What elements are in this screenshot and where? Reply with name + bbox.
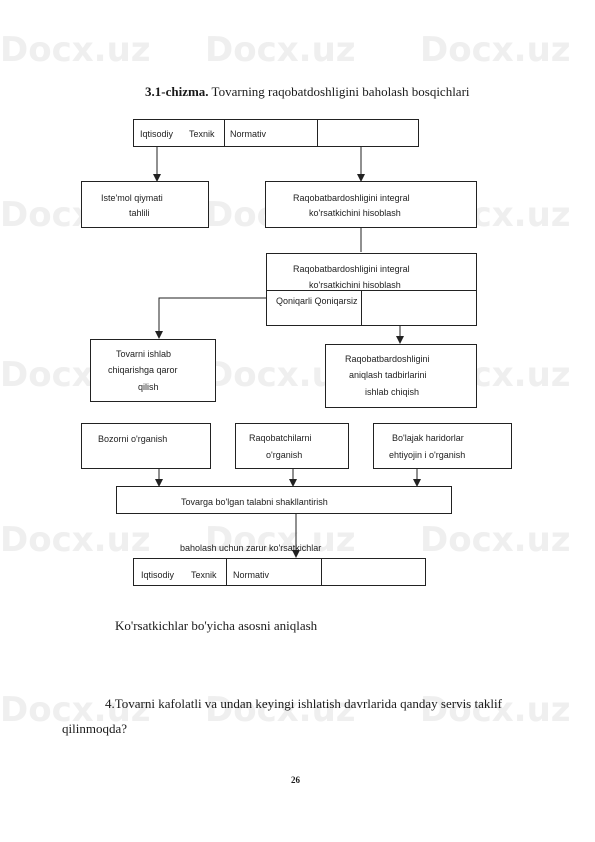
integral-calc-line-1: Raqobatbardoshligini integral <box>293 193 410 203</box>
competitors-study-line-1: Raqobatchilarni <box>249 433 312 443</box>
question-line-2: qilinmoqda? <box>62 721 127 736</box>
competitors-study-box <box>235 423 349 469</box>
bottom-header-table <box>133 558 426 586</box>
integral-evaluation-divider <box>361 290 362 326</box>
market-study-box <box>81 423 211 469</box>
consumer-value-box <box>81 181 209 228</box>
caption-number: 3.1-chizma. <box>145 84 209 99</box>
market-study-label: Bozorni o'rganish <box>98 434 168 444</box>
bottom-header-texnik: Texnik <box>191 570 217 580</box>
quality-label: Qoniqarli Qoniqarsiz <box>276 296 358 306</box>
watermark: Docx.uz <box>205 690 356 730</box>
integral-evaluation-lower-row <box>266 290 477 326</box>
bottom-header-normativ: Normativ <box>233 570 270 580</box>
integral-value-line-1: Raqobatbardoshligini integral <box>293 264 410 274</box>
watermark: Docx.uz <box>0 520 151 560</box>
integral-calc-box <box>265 181 477 228</box>
consumer-value-line-2: tahlili <box>129 208 150 218</box>
page-number: 26 <box>291 775 300 785</box>
watermark: Docx.uz <box>0 690 151 730</box>
future-needs-line-2: ehtiyojin i o'rganish <box>389 450 466 460</box>
future-needs-line-1: Bo'lajak haridorlar <box>392 433 464 443</box>
consumer-value-line-1: Iste'mol qiymati <box>101 193 163 203</box>
production-decision-line-3: qilish <box>138 382 159 392</box>
future-needs-box <box>373 423 512 469</box>
measures-box <box>325 344 477 408</box>
measures-line-3: ishlab chiqish <box>365 387 420 397</box>
watermark: Docx.uz <box>0 30 151 70</box>
watermark: Docx.uz <box>205 30 356 70</box>
measures-line-1: Raqobatbardoshligini <box>345 354 430 364</box>
requirements-label: Tovarga bo'lgan talabni shakllantirish <box>181 497 328 507</box>
top-header-table <box>133 119 419 147</box>
top-header-texnik: Texnik <box>189 129 215 139</box>
production-decision-line-2: chiqarishga qaror <box>108 365 178 375</box>
bottom-header-cell-2-divider <box>226 558 322 586</box>
top-header-iqtisodiy: Iqtisodiy <box>140 129 174 139</box>
competitors-study-line-2: o'rganish <box>266 450 303 460</box>
integral-value-line-2: ko'rsatkichini hisoblash <box>309 280 401 290</box>
bottom-header-iqtisodiy: Iqtisodiy <box>141 570 175 580</box>
requirements-box <box>116 486 452 514</box>
basis-text: Ko'rsatkichlar bo'yicha asosni aniqlash <box>115 618 318 633</box>
watermark: Docx.uz <box>420 30 571 70</box>
integral-calc-line-2: ko'rsatkichini hisoblash <box>309 208 401 218</box>
watermark: Docx.uz <box>420 520 571 560</box>
production-decision-line-1: Tovarni ishlab <box>116 349 172 359</box>
measures-line-2: aniqlash tadbirlarini <box>349 370 427 380</box>
caption-title: Tovarning raqobatdoshligini baholash bos… <box>208 84 470 99</box>
indicators-label: baholash uchun zarur ko'rsatkichlar <box>180 543 322 553</box>
question-line-1: 4.Tovarni kafolatli va undan keyingi ish… <box>105 696 502 711</box>
watermark: Docx.uz <box>420 690 571 730</box>
top-header-cell-2-divider <box>224 119 318 147</box>
watermark: Docx.uz <box>205 520 356 560</box>
figure-caption: 3.1-chizma. Tovarning raqobatdoshligini … <box>145 84 470 100</box>
top-header-normativ: Normativ <box>230 129 267 139</box>
production-decision-box <box>90 339 216 402</box>
